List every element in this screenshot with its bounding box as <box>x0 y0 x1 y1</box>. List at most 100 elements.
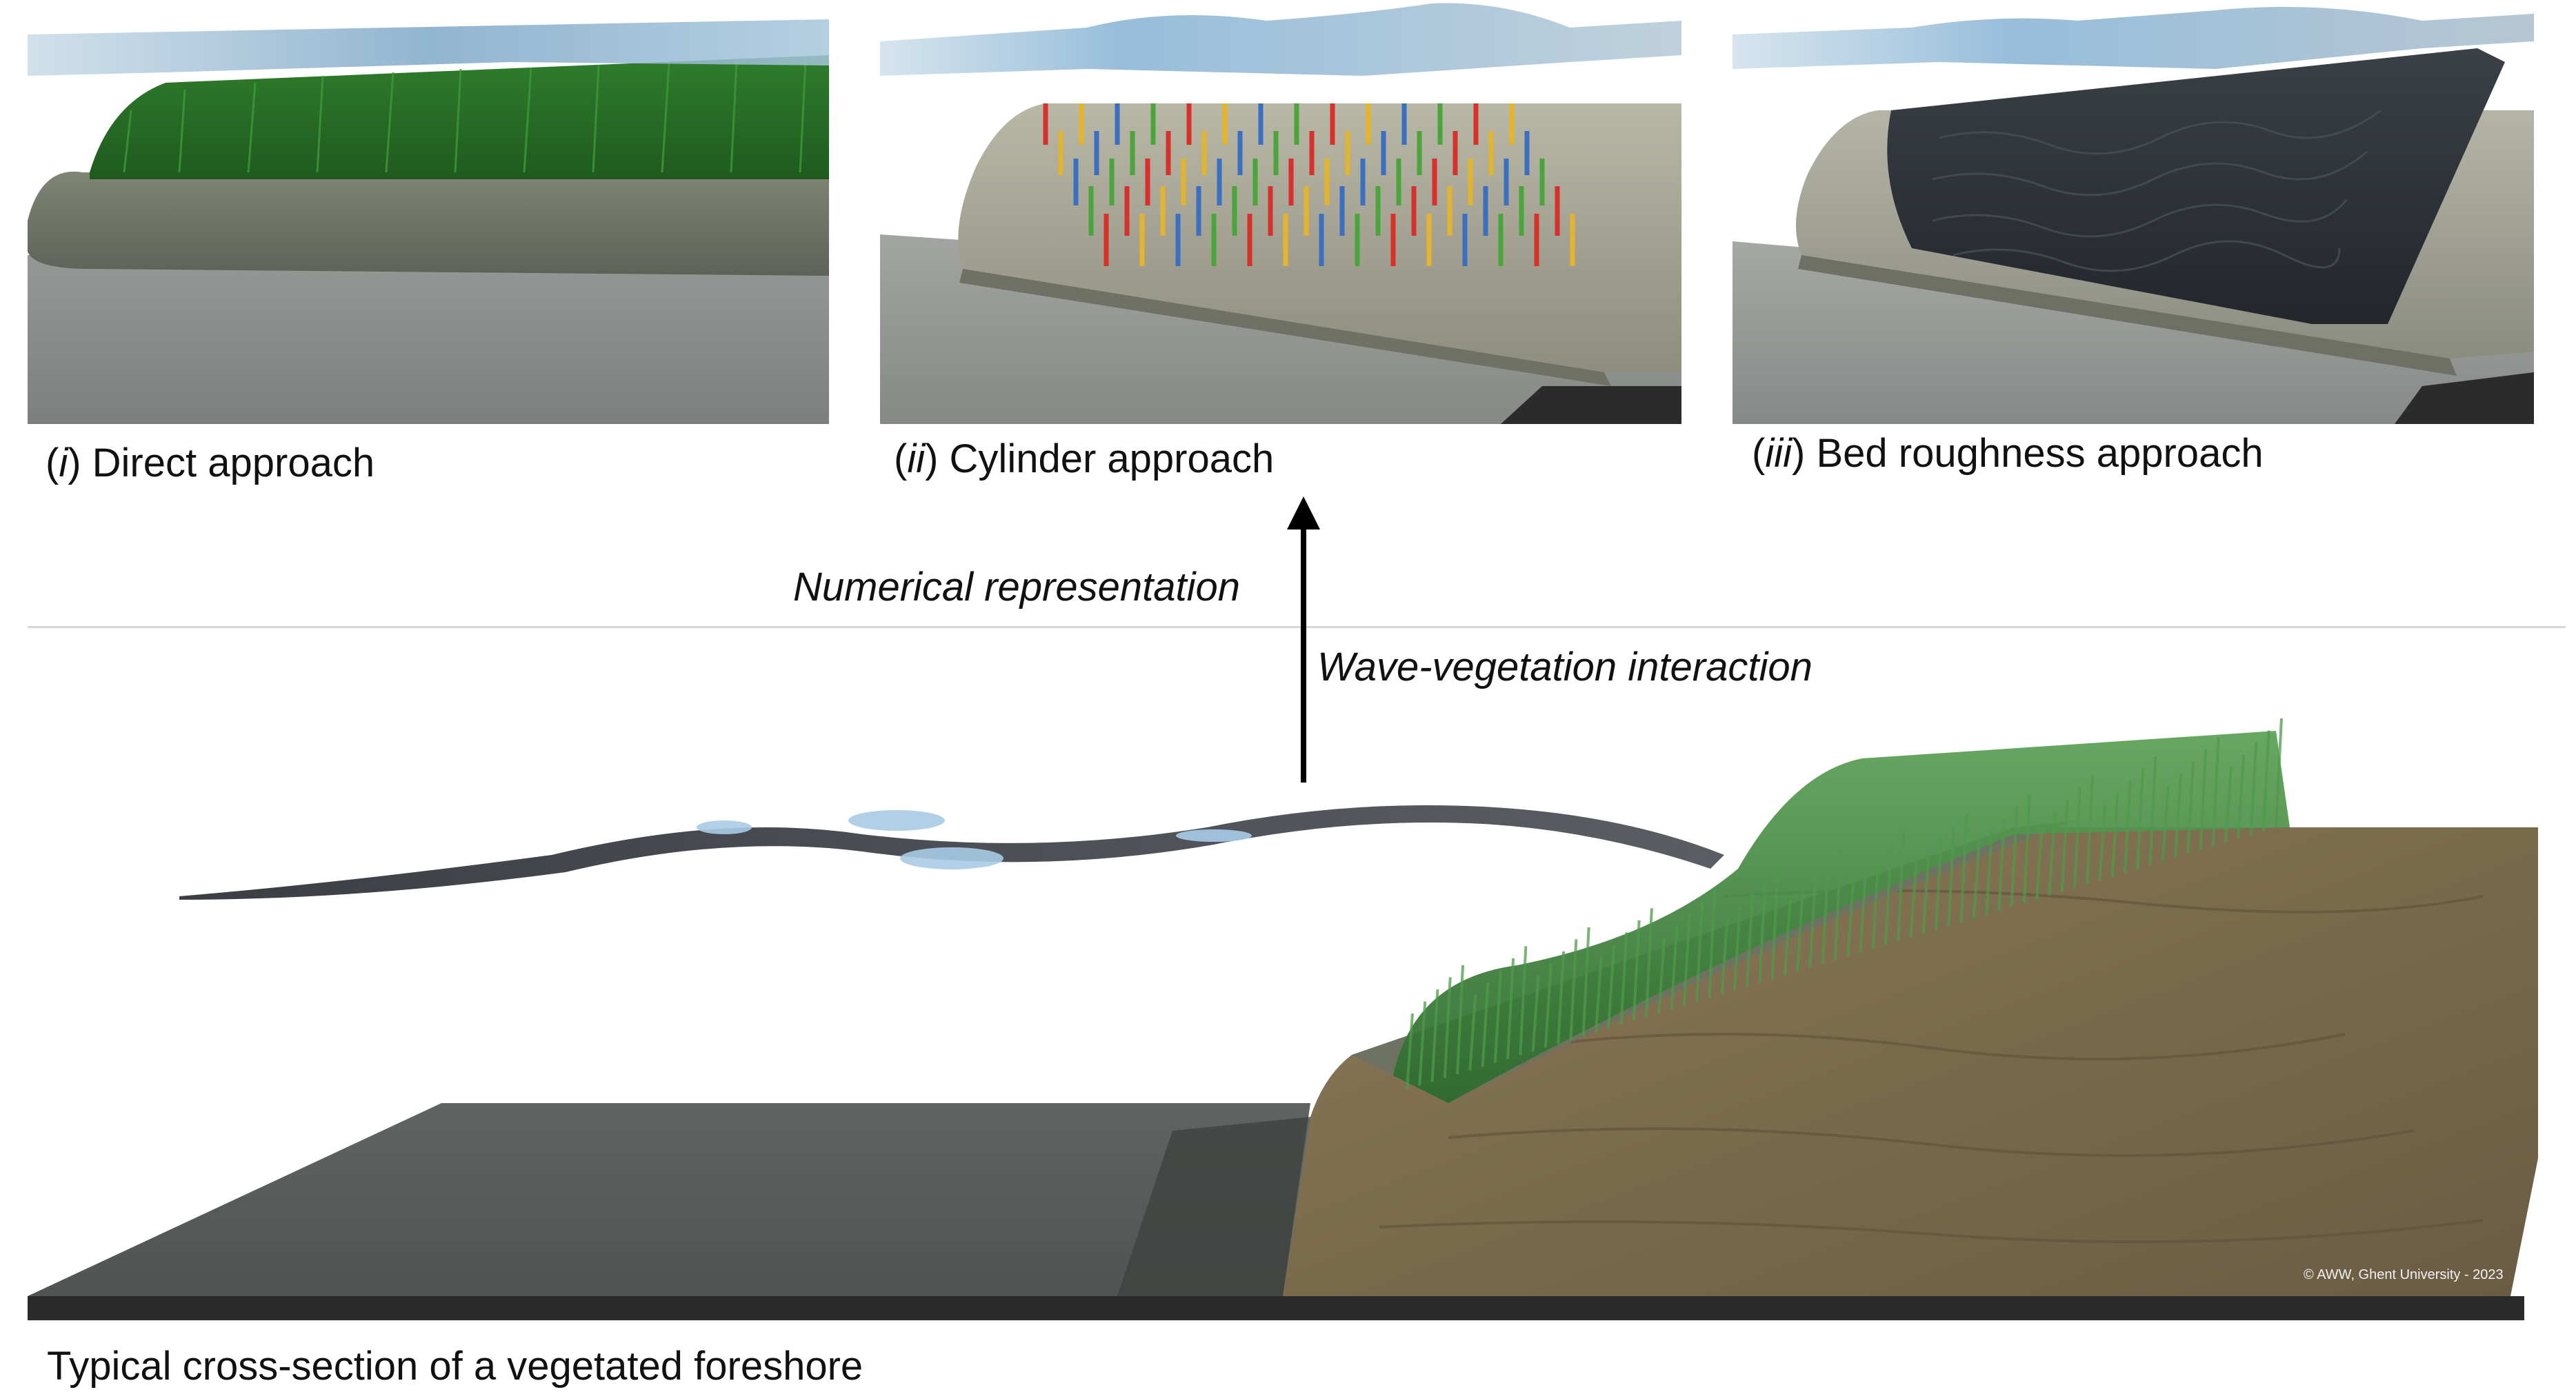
grass-blade <box>1456 965 1465 1075</box>
grass-blade <box>1733 906 1741 991</box>
grass-blade <box>1897 832 1906 942</box>
grass-blade <box>1632 920 1641 1021</box>
up-arrow <box>1287 496 1320 783</box>
grass-blade <box>2161 785 2170 862</box>
panel-direct <box>28 0 829 424</box>
cylinder-approach-render <box>880 0 1681 424</box>
grass-blade <box>1770 870 1779 980</box>
main-cross-section <box>0 689 2576 1338</box>
grass-blade <box>1821 863 1830 965</box>
grass-blade <box>1695 901 1704 1002</box>
grass-blade <box>1619 932 1628 1025</box>
grass-blade <box>1796 887 1805 972</box>
grass-blade <box>1657 937 1666 1014</box>
grass-blade <box>1406 1013 1414 1090</box>
caption-roughness-title: Bed roughness approach <box>1816 431 2264 476</box>
grass-blade <box>1557 951 1566 1045</box>
direct-approach-render <box>28 0 829 424</box>
grass-blade <box>2098 804 2107 881</box>
grass-blade <box>1581 927 1590 1036</box>
grass-blade <box>2035 823 2044 900</box>
grass-blade <box>1972 843 1981 919</box>
berm-edge <box>1798 255 2457 376</box>
grass-blade <box>1808 875 1817 968</box>
grass-blade <box>1985 830 1993 915</box>
caption-direct-prefix: i <box>59 441 68 485</box>
grass-blade <box>2048 811 2057 896</box>
grass-blade <box>1481 982 1490 1067</box>
caption-direct-title: Direct approach <box>92 441 375 485</box>
berm <box>28 171 829 276</box>
grass-blade <box>1607 944 1616 1029</box>
grass-blade <box>1544 963 1552 1048</box>
grass-blade <box>1959 813 1968 922</box>
grass-blade <box>1909 861 1918 938</box>
grass-blade <box>1443 977 1452 1078</box>
grass-blade <box>1670 925 1679 1010</box>
vegetation <box>90 55 829 179</box>
berm-edge <box>959 269 1611 386</box>
vegetated-foreshore-render <box>28 718 2538 1320</box>
grass-blade <box>2211 737 2220 847</box>
grass-blade <box>2275 718 2283 828</box>
grass-blade <box>2186 761 2195 854</box>
grass-blade <box>2022 794 2031 904</box>
grass-blade <box>2173 773 2182 858</box>
water-surface <box>1733 7 2534 69</box>
grass-blade <box>1859 868 1868 953</box>
grass-blade <box>1947 825 1956 927</box>
grass-blade <box>2224 766 2233 843</box>
caption-cylinder-title: Cylinder approach <box>949 436 1275 481</box>
grass-blade <box>1758 882 1767 983</box>
copyright-notice: © AWW, Ghent University - 2023 <box>2304 1267 2504 1282</box>
bed-roughness-approach-render <box>1733 0 2534 424</box>
grass-blade <box>1833 851 1842 960</box>
panel-cylinder <box>880 0 1681 424</box>
grass-blades <box>1406 718 2283 1090</box>
grass-blade <box>2010 806 2019 907</box>
grass-blade <box>2073 787 2081 889</box>
grass-blade <box>2249 742 2258 836</box>
grass-blade <box>2110 792 2119 877</box>
grass-blade <box>1594 956 1603 1033</box>
grass-blade <box>1569 939 1578 1040</box>
grass-blade <box>1682 913 1691 1006</box>
berm-shadow <box>1117 1117 1310 1296</box>
grass-blade <box>1934 837 1943 930</box>
caption-cylinder-prefix: ii <box>907 436 926 481</box>
caption-cylinder: (ii) Cylinder approach <box>894 436 1275 481</box>
grass-blade <box>2136 768 2145 869</box>
seabed-slab <box>28 1103 1310 1296</box>
caption-direct: (i) Direct approach <box>46 441 375 485</box>
grass-blade <box>1430 989 1439 1082</box>
divider-line <box>28 626 2566 628</box>
cylinder-array <box>1043 103 1575 266</box>
grass-blade <box>1921 849 1930 934</box>
caption-roughness-prefix: iii <box>1765 431 1792 476</box>
grass-blade <box>2123 780 2132 874</box>
grass-blade <box>1418 1001 1427 1086</box>
water-surface <box>28 19 829 76</box>
grass-blade <box>2262 730 2270 831</box>
grass-blade <box>1506 958 1515 1060</box>
grass-blade <box>1884 844 1893 945</box>
soil-berm <box>1283 827 2538 1296</box>
seabed <box>28 228 829 424</box>
label-wave-vegetation-interaction: Wave-vegetation interaction <box>1317 645 1813 689</box>
grass-blade <box>1708 889 1717 998</box>
grass-blade <box>1644 908 1653 1018</box>
grass-blade <box>2086 775 2095 885</box>
wave-highlights <box>697 810 1252 869</box>
label-numerical-representation: Numerical representation <box>793 565 1240 609</box>
grass-blade <box>1997 818 2006 911</box>
grass-blade <box>2148 756 2157 866</box>
base-slab <box>1501 386 1681 424</box>
grass-blade <box>1871 856 1880 949</box>
grass-blade <box>1519 946 1528 1056</box>
caption-roughness: (iii) Bed roughness approach <box>1752 431 2264 476</box>
base-edge <box>28 1296 2524 1320</box>
grass-blade <box>1783 899 1792 976</box>
grass-blade <box>1746 894 1755 987</box>
grass-blade <box>1531 975 1540 1052</box>
grass-blade <box>2060 799 2069 892</box>
